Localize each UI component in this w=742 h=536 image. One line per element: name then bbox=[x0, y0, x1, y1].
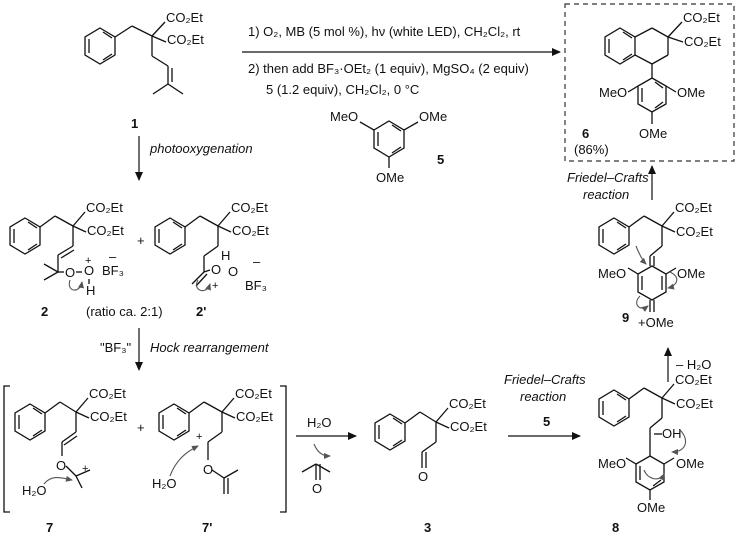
meo-label: MeO bbox=[598, 266, 626, 281]
compound-8-label: 8 bbox=[612, 520, 619, 535]
oxygen-label: O bbox=[228, 264, 238, 279]
hydrogen-label: H bbox=[86, 283, 95, 298]
compound-5-label: 5 bbox=[437, 152, 444, 167]
oxygen-label: O bbox=[56, 458, 66, 473]
oxygen-label: O bbox=[418, 469, 428, 484]
compound-8: OH CO₂Et CO₂Et MeO OMe OMe 8 bbox=[598, 372, 713, 535]
compound-6-label: 6 bbox=[582, 126, 589, 141]
water-reagent-label: H₂O bbox=[307, 415, 332, 430]
compound-6: CO₂Et CO₂Et MeO OMe OMe 6 (86%) bbox=[574, 10, 721, 157]
minus-charge: – bbox=[109, 249, 117, 264]
co2et-label: CO₂Et bbox=[449, 396, 486, 411]
meo-label: MeO bbox=[330, 109, 358, 124]
co2et-label: CO₂Et bbox=[167, 32, 204, 47]
compound-2-label: 2 bbox=[41, 304, 48, 319]
bf3-label: BF₃ bbox=[102, 263, 124, 278]
water-label: H₂O bbox=[152, 476, 177, 491]
co2et-label: CO₂Et bbox=[236, 409, 273, 424]
plus-charge: + bbox=[212, 280, 218, 292]
co2et-label: CO₂Et bbox=[232, 223, 269, 238]
compound-9: CO₂Et CO₂Et MeO OMe +OMe 9 bbox=[598, 200, 713, 330]
hock-label: Hock rearrangement bbox=[150, 340, 270, 355]
co2et-label: CO₂Et bbox=[676, 396, 713, 411]
co2et-label: CO₂Et bbox=[87, 223, 124, 238]
left-bracket bbox=[3, 385, 10, 513]
co2et-label: CO₂Et bbox=[450, 419, 487, 434]
ome-label: OMe bbox=[639, 126, 667, 141]
co2et-label: CO₂Et bbox=[166, 10, 203, 25]
product-highlight-box bbox=[564, 3, 735, 162]
compound-7: O + CO₂Et CO₂Et H₂O 7 bbox=[14, 386, 127, 535]
bf3-quote-label: "BF₃" bbox=[100, 340, 132, 355]
co2et-label: CO₂Et bbox=[675, 200, 712, 215]
ome-label: OMe bbox=[376, 170, 404, 185]
compound-7-prime-label: 7' bbox=[202, 520, 212, 535]
compound-7-prime: + O CO₂Et CO₂Et H₂O 7' bbox=[152, 386, 273, 535]
oxygen-label: O bbox=[65, 265, 75, 280]
co2et-label: CO₂Et bbox=[90, 409, 127, 424]
friedel-crafts-label: Friedel–Crafts bbox=[567, 170, 649, 185]
reagent-5-label: 5 bbox=[543, 414, 550, 429]
compound-2-prime-label: 2' bbox=[196, 304, 206, 319]
compound-3-label: 3 bbox=[424, 520, 431, 535]
minus-charge: – bbox=[253, 254, 261, 269]
compound-1-label: 1 bbox=[131, 116, 138, 131]
condition-line-2: 2) then add BF₃·OEt₂ (1 equiv), MgSO₄ (2… bbox=[248, 61, 529, 76]
co2et-label: CO₂Et bbox=[235, 386, 272, 401]
ome-label: OMe bbox=[676, 456, 704, 471]
compound-2-prime: CO₂Et CO₂Et O + H O BF₃ – 2' bbox=[154, 200, 269, 319]
friedel-crafts-label: Friedel–Crafts bbox=[504, 372, 586, 387]
oxygen-plus-label: O bbox=[211, 262, 221, 277]
compound-9-label: 9 bbox=[622, 310, 629, 325]
oh-label: OH bbox=[662, 426, 682, 441]
plus-sign: + bbox=[137, 420, 145, 435]
co2et-label: CO₂Et bbox=[684, 34, 721, 49]
co2et-label: CO₂Et bbox=[676, 224, 713, 239]
compound-7-label: 7 bbox=[46, 520, 53, 535]
photooxygenation-label: photooxygenation bbox=[149, 141, 253, 156]
ratio-label: (ratio ca. 2:1) bbox=[86, 304, 163, 319]
reaction-label: reaction bbox=[520, 389, 566, 404]
ome-label: OMe bbox=[677, 85, 705, 100]
meo-label: MeO bbox=[599, 85, 627, 100]
plus-ome-label: +OMe bbox=[638, 315, 674, 330]
oxygen-label: O bbox=[203, 462, 213, 477]
co2et-label: CO₂Et bbox=[86, 200, 123, 215]
ome-label: OMe bbox=[677, 266, 705, 281]
hydrogen-label: H bbox=[221, 248, 230, 263]
co2et-label: CO₂Et bbox=[675, 372, 712, 387]
ome-label: OMe bbox=[637, 500, 665, 515]
plus-charge: + bbox=[85, 255, 91, 267]
water-label: H₂O bbox=[22, 483, 47, 498]
reaction-label: reaction bbox=[583, 187, 629, 202]
water-loss-label: – H₂O bbox=[676, 357, 711, 372]
plus-charge: + bbox=[196, 431, 202, 443]
ome-label: OMe bbox=[419, 109, 447, 124]
oxygen-plus-label: O bbox=[84, 263, 94, 278]
condition-line-1: 1) O₂, MB (5 mol %), hν (white LED), CH₂… bbox=[248, 24, 521, 39]
compound-2: CO₂Et CO₂Et O O + H BF₃ – 2 bbox=[9, 200, 124, 319]
plus-sign: + bbox=[137, 233, 145, 248]
condition-line-3: 5 (1.2 equiv), CH₂Cl₂, 0 °C bbox=[266, 82, 419, 97]
bf3-label: BF₃ bbox=[245, 278, 267, 293]
compound-1: CO₂Et CO₂Et 1 bbox=[84, 10, 204, 131]
oxygen-label: O bbox=[312, 481, 322, 496]
compound-5: MeO OMe OMe 5 bbox=[330, 109, 447, 185]
yield-label: (86%) bbox=[574, 142, 609, 157]
acetone-byproduct: O bbox=[301, 463, 331, 496]
right-bracket bbox=[280, 385, 287, 513]
co2et-label: CO₂Et bbox=[683, 10, 720, 25]
co2et-label: CO₂Et bbox=[89, 386, 126, 401]
plus-charge: + bbox=[82, 463, 88, 475]
meo-label: MeO bbox=[598, 456, 626, 471]
co2et-label: CO₂Et bbox=[231, 200, 268, 215]
compound-3: O CO₂Et CO₂Et 3 bbox=[374, 396, 487, 535]
